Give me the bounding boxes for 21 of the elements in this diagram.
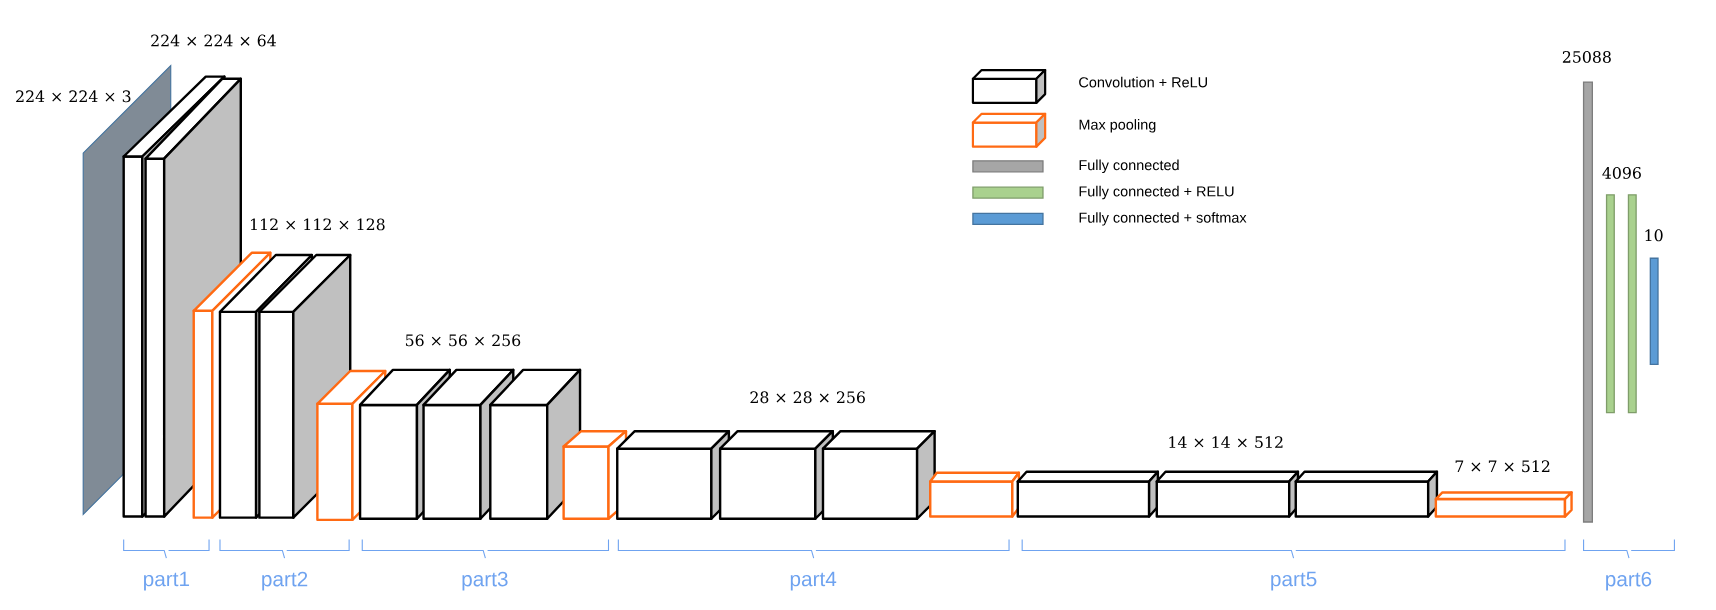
legend-label: Fully connected + RELU (1079, 186, 1234, 200)
dimension-label: 56 × 56 × 256 (405, 334, 521, 347)
part-label: part3 (462, 571, 508, 591)
dimension-label: 10 (1645, 229, 1663, 242)
dimension-label: 224 × 224 × 3 (16, 90, 131, 103)
dimension-label: 7 × 7 × 512 (1455, 460, 1550, 473)
part-label: part2 (262, 571, 308, 591)
part-label: part5 (1271, 572, 1317, 591)
legend-label: Fully connected + softmax (1079, 212, 1247, 226)
legend-label: Fully connected (1079, 159, 1179, 174)
legend-label: Max pooling (1079, 119, 1156, 133)
dimension-label: 28 × 28 × 256 (750, 391, 865, 404)
part-label: part6 (1606, 571, 1652, 591)
dimension-label: 224 × 224 × 64 (151, 34, 276, 47)
dimension-label: 112 × 112 × 128 (250, 218, 385, 231)
part-label: part1 (144, 572, 190, 591)
legend-label: Convolution + ReLU (1079, 77, 1207, 88)
dimension-label: 25088 (1562, 51, 1611, 64)
dimension-label: 14 × 14 × 512 (1169, 436, 1283, 449)
dimension-label: 4096 (1602, 167, 1641, 180)
part-label: part4 (790, 572, 837, 591)
